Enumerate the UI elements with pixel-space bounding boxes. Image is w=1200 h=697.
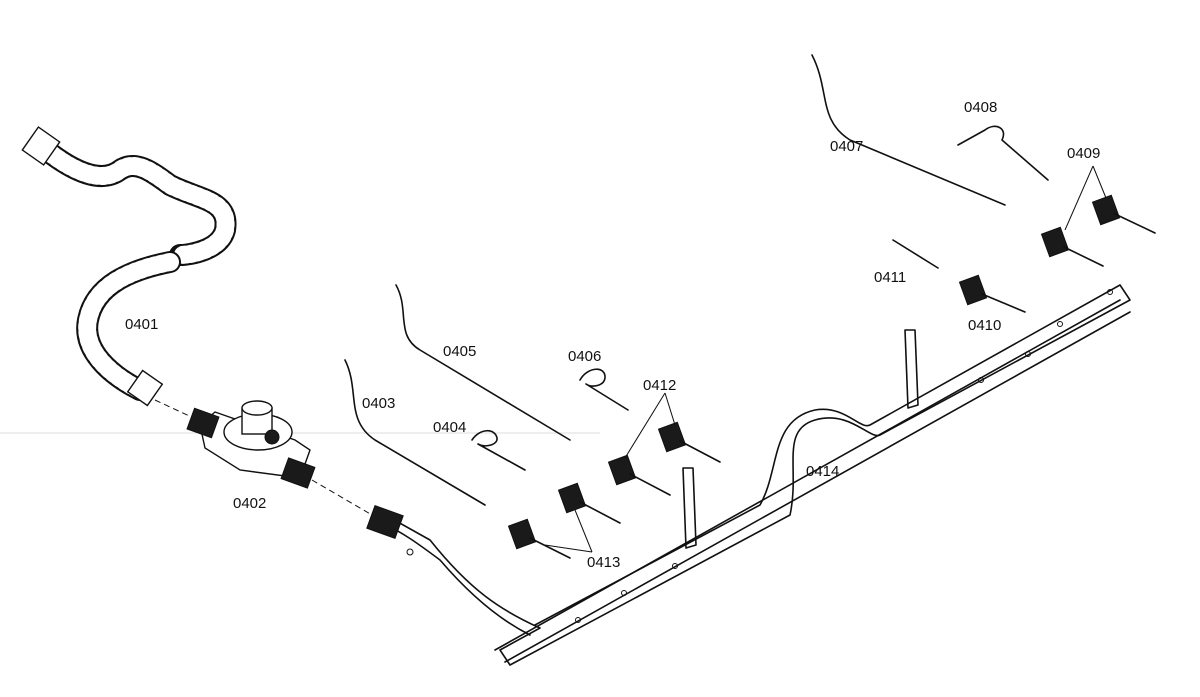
label-0405: 0405 (443, 343, 476, 360)
part-0414-manifold (366, 284, 1131, 666)
label-0414: 0414 (806, 463, 839, 480)
leader-lines (544, 165, 1107, 553)
label-0401: 0401 (125, 316, 158, 333)
label-0406: 0406 (568, 348, 601, 365)
part-0409-valve-left (1040, 226, 1104, 267)
part-0408-clip (957, 125, 1049, 181)
label-0412: 0412 (643, 377, 676, 394)
label-0407: 0407 (830, 138, 863, 155)
part-0406-clip (579, 368, 629, 411)
part-0412-valve-upper (657, 421, 721, 463)
part-0413-valve-lower (507, 518, 571, 559)
label-0403: 0403 (362, 395, 395, 412)
part-labels: 0401 0402 0403 0404 0405 0406 0407 0408 … (125, 99, 1100, 571)
label-0409: 0409 (1067, 145, 1100, 162)
part-0402-pressure-regulator (186, 400, 316, 489)
part-0410-valve (958, 274, 1026, 313)
label-0408: 0408 (964, 99, 997, 116)
label-0410: 0410 (968, 317, 1001, 334)
part-0413-valve-upper (557, 482, 621, 524)
part-0411-injector (892, 239, 939, 269)
label-0411: 0411 (874, 269, 906, 286)
label-0402: 0402 (233, 495, 266, 512)
leader-regulator-to-manifold (311, 479, 373, 516)
part-0412-valve-lower (607, 454, 671, 496)
part-0405-gas-tube (395, 284, 571, 441)
part-0409-valve-right (1091, 194, 1156, 234)
part-0401-flex-hose (21, 126, 237, 407)
label-0413: 0413 (587, 554, 620, 571)
part-0404-clip (471, 429, 526, 471)
label-0404: 0404 (433, 419, 466, 436)
part-0403-gas-tube (344, 359, 486, 506)
part-0407-gas-tube (811, 54, 1006, 206)
